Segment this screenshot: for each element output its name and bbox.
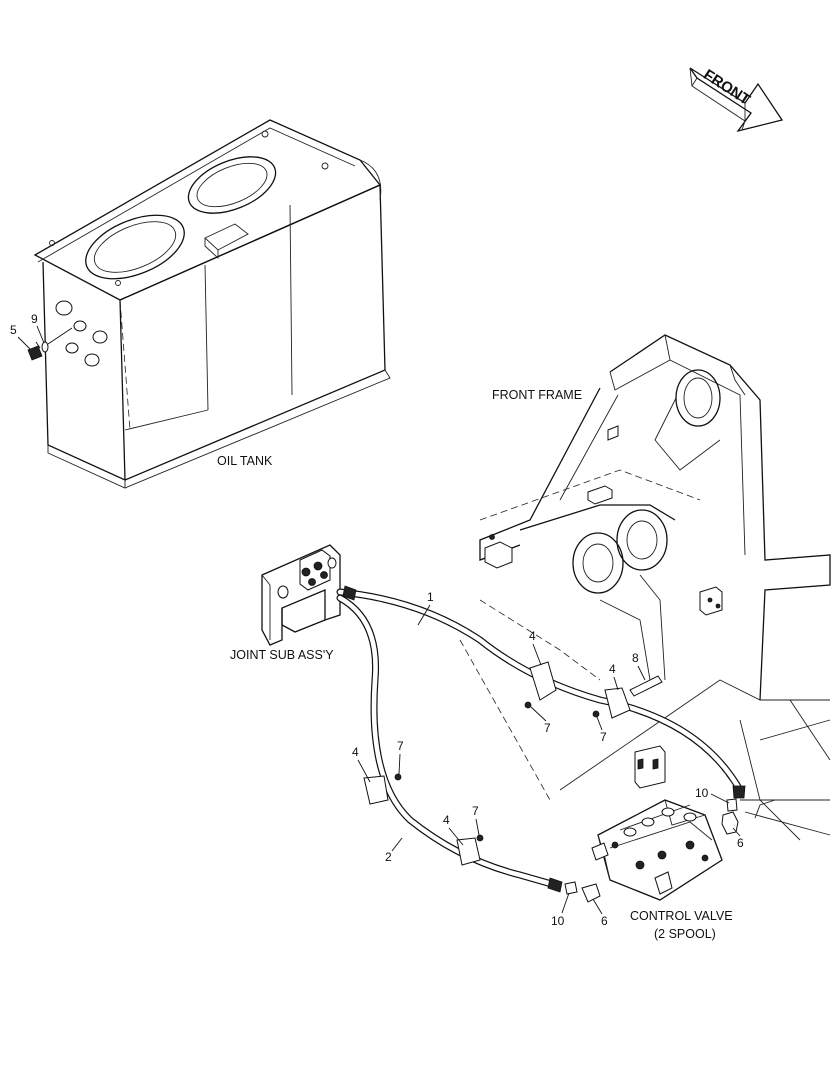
tank-label: OIL TANK [217, 454, 273, 468]
callout-4d: 4 [443, 813, 450, 827]
callout-7c: 7 [397, 739, 404, 753]
joint-sub-assembly: JOINT SUB ASS'Y [230, 544, 341, 662]
callout-6b: 6 [601, 914, 608, 928]
front-direction-arrow: FRONT [689, 66, 784, 133]
frame-label: FRONT FRAME [492, 388, 582, 402]
callout-7a: 7 [544, 721, 551, 735]
callout-4a: 4 [529, 629, 536, 643]
callout-7d: 7 [472, 804, 479, 818]
callout-10a: 10 [695, 786, 709, 800]
callout-9: 9 [31, 312, 38, 326]
callout-4c: 4 [352, 745, 359, 759]
valve-label-line1: CONTROL VALVE [630, 909, 733, 923]
callout-8: 8 [632, 651, 639, 665]
callout-1: 1 [427, 590, 434, 604]
callout-10b: 10 [551, 914, 565, 928]
oil-tank: OIL TANK 5 9 [10, 119, 391, 489]
callout-5: 5 [10, 323, 17, 337]
callouts: 1 4 4 8 7 7 4 7 4 7 2 10 6 10 6 [352, 590, 744, 928]
front-frame: FRONT FRAME [459, 334, 831, 841]
valve-label-line2: (2 SPOOL) [654, 927, 716, 941]
callout-2: 2 [385, 850, 392, 864]
control-valve: CONTROL VALVE (2 SPOOL) [564, 798, 739, 941]
callout-4b: 4 [609, 662, 616, 676]
callout-7b: 7 [600, 730, 607, 744]
front-label: FRONT [700, 66, 753, 108]
callout-6a: 6 [737, 836, 744, 850]
clamps [363, 661, 663, 866]
joint-label: JOINT SUB ASS'Y [230, 648, 334, 662]
